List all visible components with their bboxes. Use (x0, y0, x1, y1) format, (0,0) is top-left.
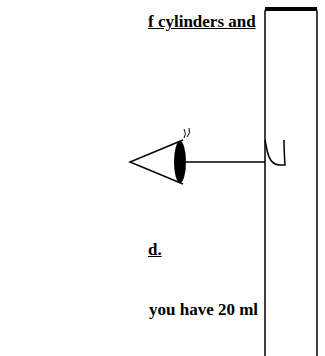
sight-line (183, 161, 265, 163)
meniscus (265, 140, 285, 165)
eyelash (184, 128, 190, 138)
text-fragment: d. (148, 240, 162, 260)
heading-fragment: f cylinders and (148, 12, 256, 32)
graduated-cylinder (265, 8, 317, 356)
text-fragment: you have 20 ml (148, 300, 259, 320)
cylinder-rim (265, 7, 317, 11)
eye-lens (174, 141, 186, 183)
